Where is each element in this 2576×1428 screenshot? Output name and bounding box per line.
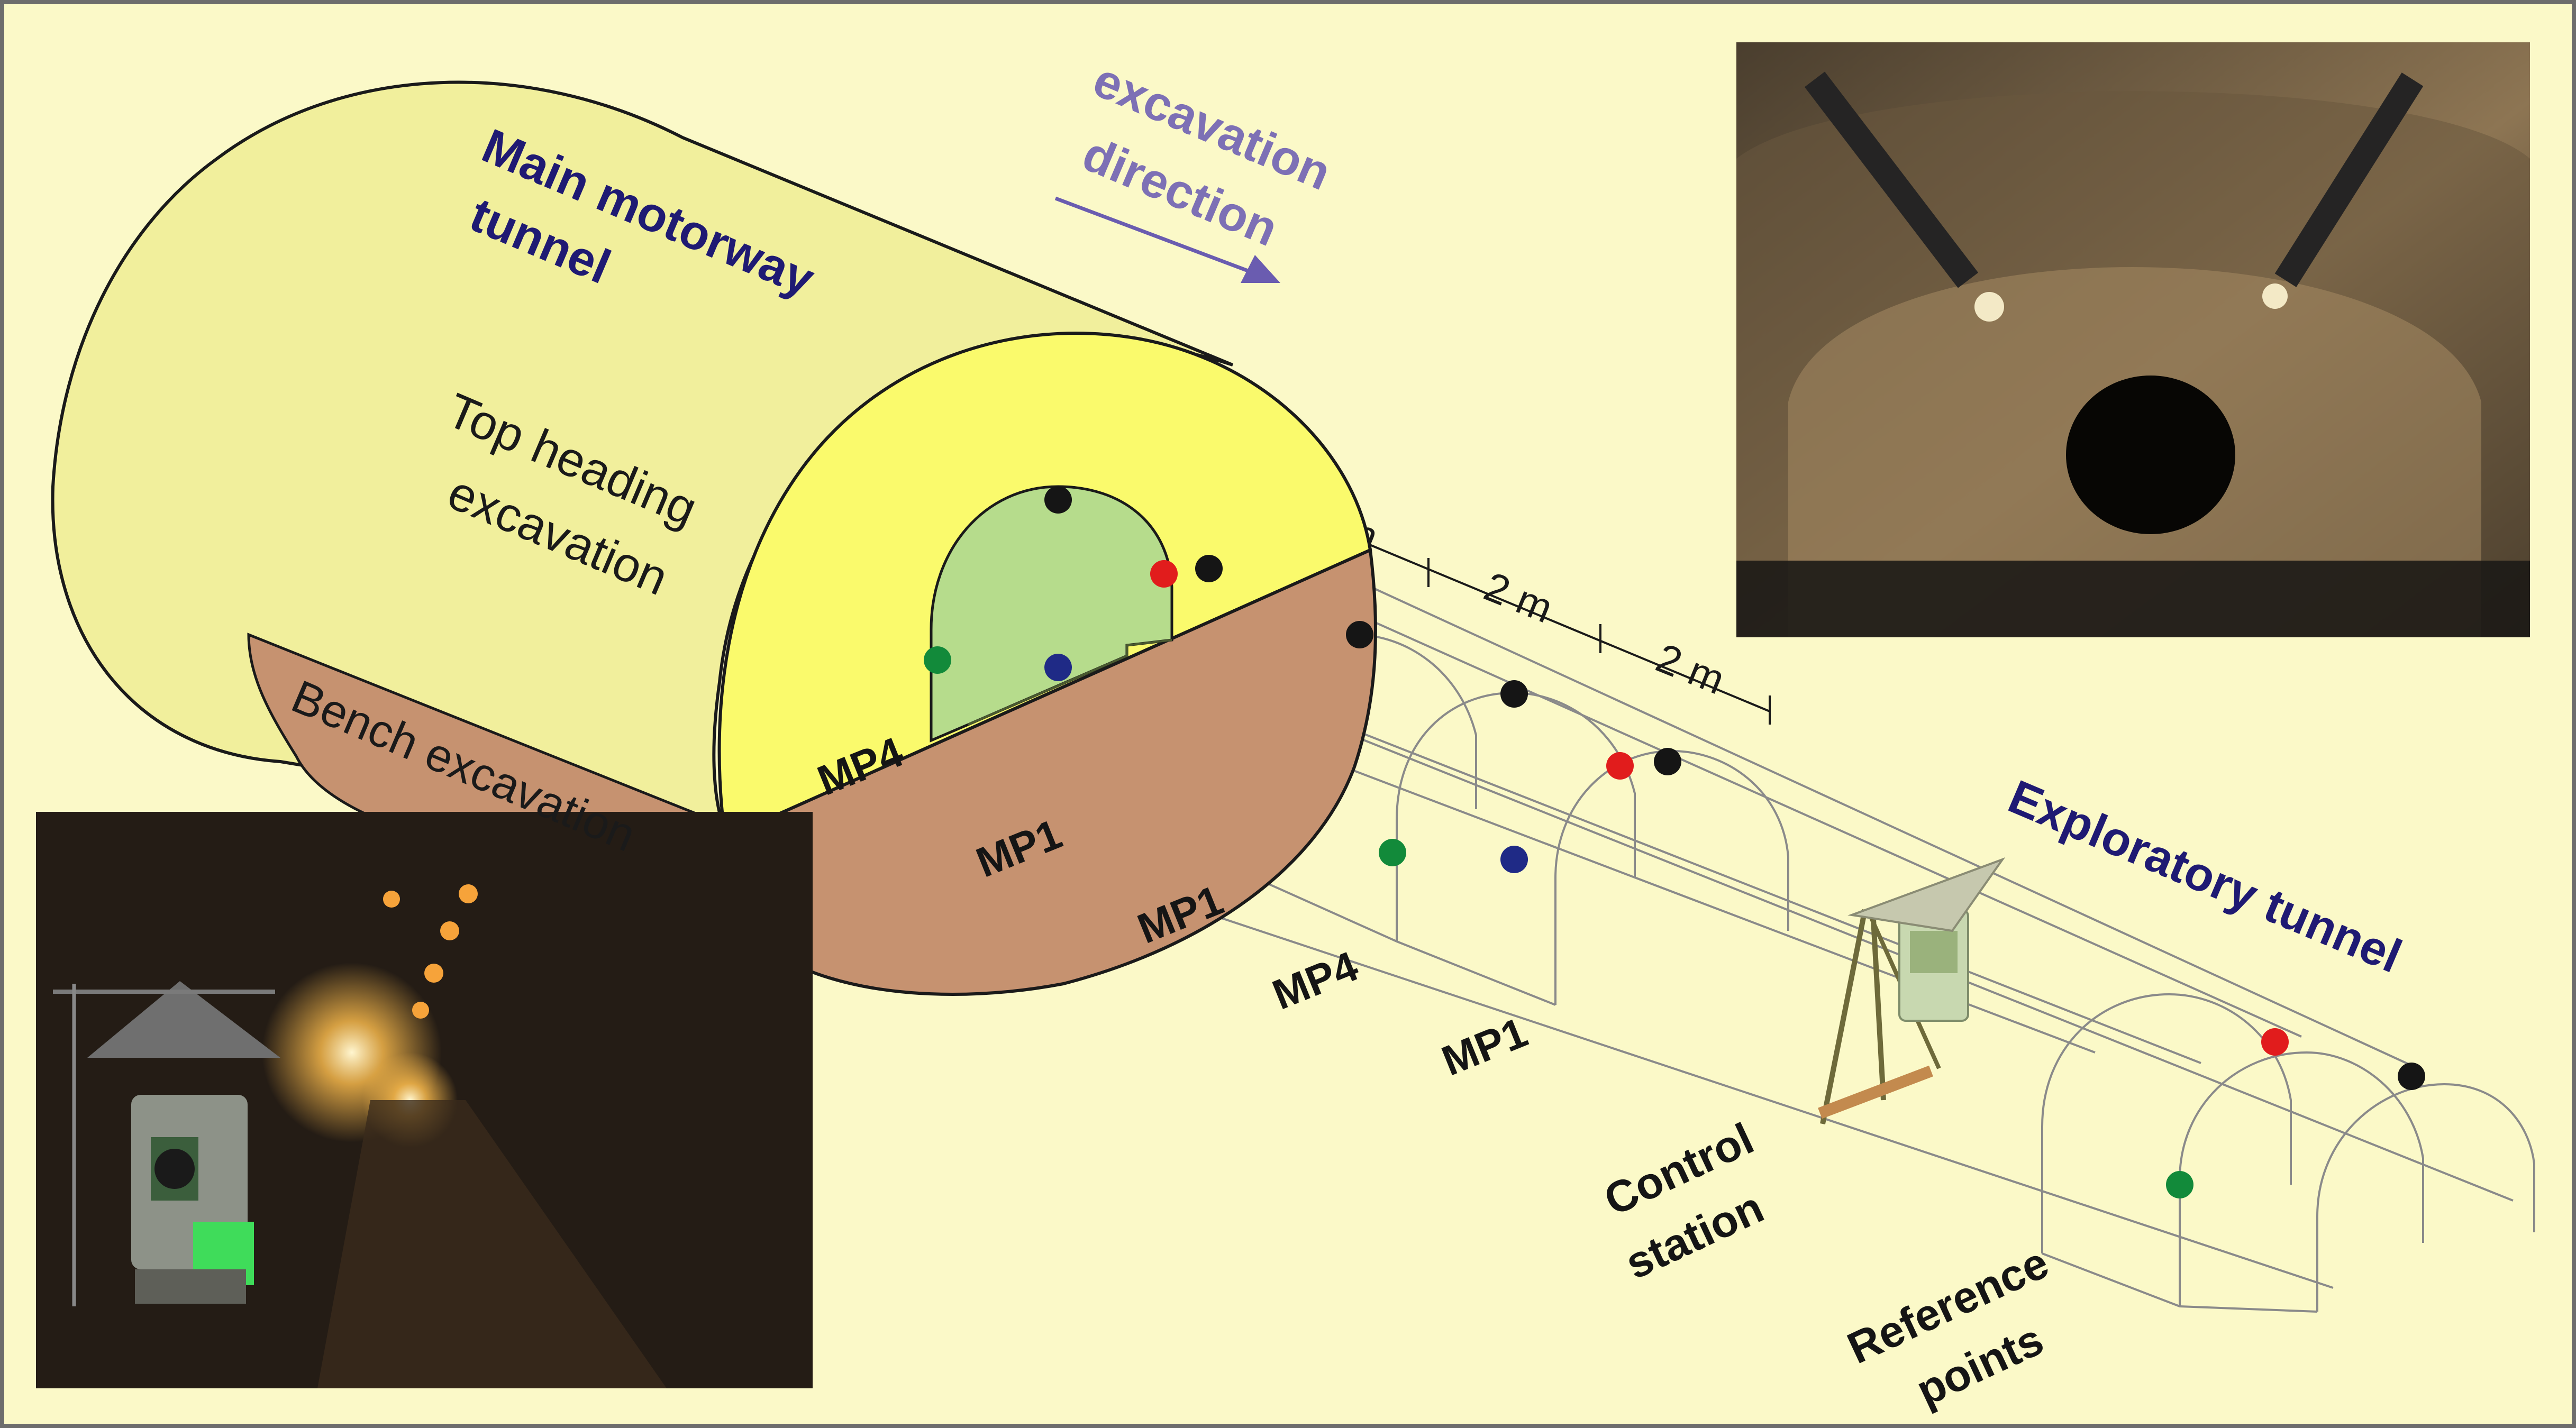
- total-station-photo: [36, 812, 813, 1388]
- point-green: [1379, 839, 1406, 866]
- point-green: [924, 646, 951, 674]
- point-black: [1654, 748, 1681, 775]
- point-blue: [1500, 846, 1528, 873]
- point-red: [1606, 752, 1634, 780]
- point-blue: [1044, 654, 1072, 681]
- point-green: [2166, 1171, 2193, 1198]
- tunnel-interior-photo: [1736, 42, 2530, 637]
- point-black: [1346, 621, 1373, 648]
- point-black: [1500, 680, 1528, 708]
- direction-arrow: [1054, 196, 1280, 283]
- point-red: [1150, 560, 1178, 588]
- point-black: [1044, 486, 1072, 514]
- main-tunnel-body: [51, 80, 1234, 838]
- point-black: [1195, 555, 1223, 582]
- point-red: [2261, 1028, 2289, 1056]
- point-black: [2398, 1063, 2425, 1090]
- measurement-points: [924, 486, 2425, 1198]
- control-station-icon: [1818, 857, 2006, 1124]
- section-floor-edge: [968, 639, 1172, 726]
